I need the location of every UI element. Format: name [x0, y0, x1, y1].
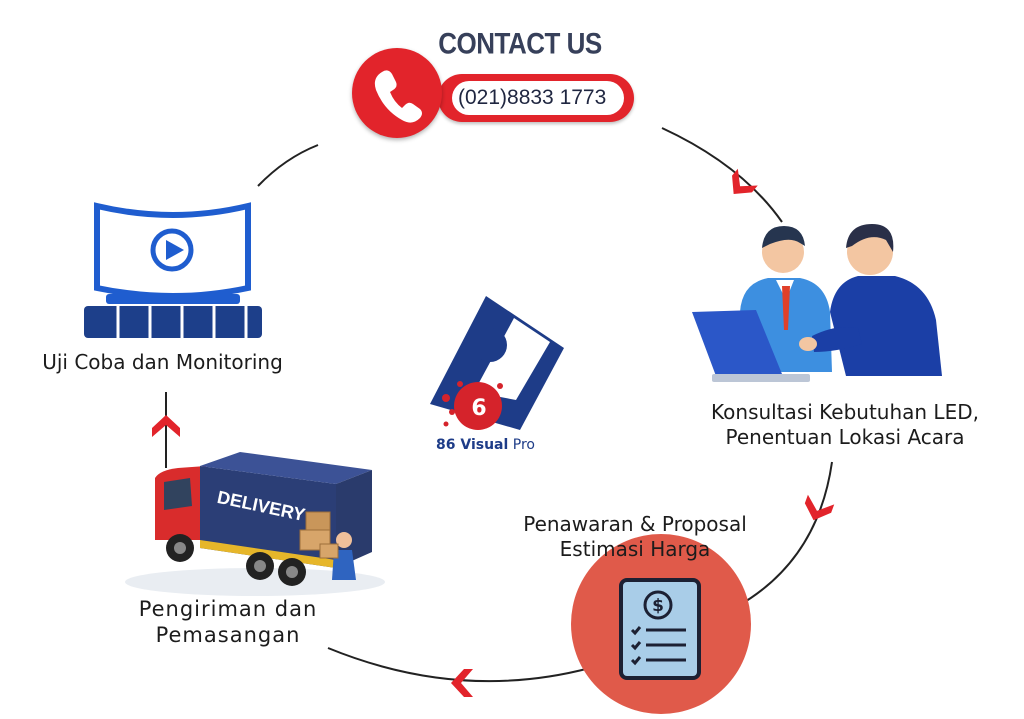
step-label-penawaran: Penawaran & Proposal Estimasi Harga	[490, 512, 780, 562]
direction-arrow-3	[451, 669, 473, 697]
step-label-pengiriman: Pengiriman dan Pemasangan	[112, 596, 344, 649]
step-label-line: Pemasangan	[155, 623, 301, 648]
phone-number[interactable]: (021)8833 1773	[452, 81, 624, 115]
direction-arrow-4	[152, 415, 180, 437]
cinema-screen-icon	[84, 202, 262, 338]
phone-number-pill[interactable]: (021)8833 1773	[438, 74, 634, 122]
delivery-truck-illustration: DELIVERY	[125, 452, 385, 596]
step-label-line: Penentuan Lokasi Acara	[725, 425, 965, 449]
direction-arrow-1	[732, 168, 758, 194]
connector-arc-contact-to-konsultasi	[661, 127, 783, 223]
connector-arc-uji-to-contact	[257, 144, 319, 187]
brand-name-bold: 86 Visual	[436, 437, 509, 453]
86-visual-pro-logo: 6	[430, 296, 564, 430]
invoice-dollar-icon: $	[571, 534, 751, 714]
step-label-line: Estimasi Harga	[559, 537, 711, 561]
step-label-uji-coba: Uji Coba dan Monitoring	[20, 350, 305, 375]
contact-us-title: CONTACT US	[438, 25, 602, 61]
step-label-line: Konsultasi Kebutuhan LED,	[711, 400, 979, 424]
direction-arrow-2	[804, 494, 835, 521]
step-label-konsultasi: Konsultasi Kebutuhan LED, Penentuan Loka…	[680, 400, 1010, 450]
svg-text:$: $	[652, 596, 664, 616]
brand-name: 86 Visual Pro	[436, 437, 576, 453]
step-label-line: Pengiriman dan	[138, 597, 318, 621]
logo-digit: 6	[471, 396, 486, 421]
brand-name-light: Pro	[512, 437, 535, 453]
step-label-line: Penawaran & Proposal	[523, 512, 747, 536]
phone-icon[interactable]	[352, 48, 442, 138]
business-meeting-illustration	[692, 224, 942, 382]
step-label-line: Uji Coba dan Monitoring	[42, 350, 283, 374]
connector-arc-konsultasi-to-penawaran	[737, 461, 833, 607]
